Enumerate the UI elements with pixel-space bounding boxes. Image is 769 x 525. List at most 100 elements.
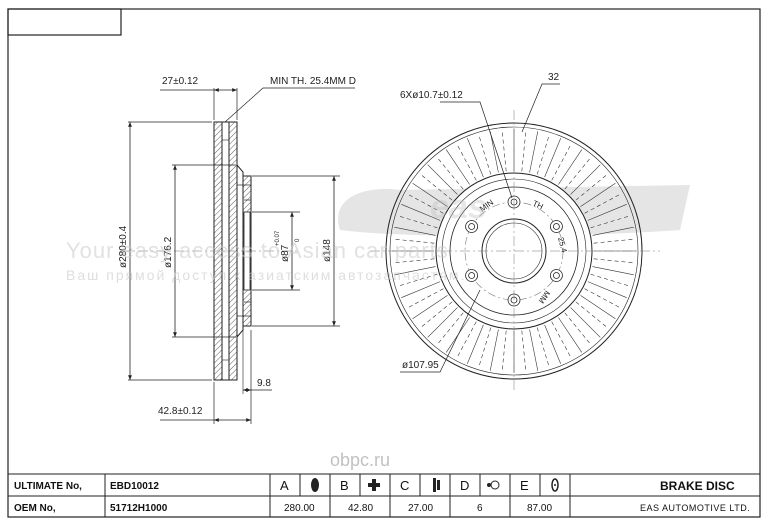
vane-count-label: 32	[548, 72, 560, 83]
bolt-hole-inner	[553, 223, 560, 230]
pcd-label: ø107.95	[402, 360, 439, 371]
cooling-vane	[489, 131, 499, 173]
cooling-vane	[551, 143, 572, 181]
cooling-vane	[593, 238, 636, 244]
stamp-text-th: TH	[531, 199, 545, 212]
watermark-logo-text: eas	[430, 188, 487, 226]
outer-diameter-label: ø280±0.4	[118, 225, 129, 268]
min-thickness-label: MIN TH. 25.4MM D	[270, 76, 356, 87]
cooling-vane	[570, 307, 601, 338]
bolt-hole-inner	[468, 272, 476, 279]
bore-tolerance-lower: 0	[295, 238, 301, 242]
column-b-letter: B	[340, 478, 349, 493]
cooling-vane	[580, 295, 616, 320]
front-view	[370, 83, 660, 392]
cooling-vane	[478, 134, 492, 175]
column-b-value: 42.80	[348, 503, 373, 514]
bolt-hole-inner	[553, 272, 560, 279]
cooling-vane	[529, 131, 539, 173]
cooling-vane	[536, 327, 550, 368]
column-a-icon	[311, 478, 319, 492]
cooling-vane	[456, 321, 477, 359]
width-dimension-label: 27±0.12	[162, 76, 199, 87]
cooling-vane	[551, 321, 572, 359]
cooling-vane	[536, 134, 550, 175]
cooling-vane	[570, 164, 601, 195]
cooling-vane	[427, 307, 458, 338]
company-name: EAS AUTOMOTIVE LTD.	[640, 503, 750, 513]
cooling-vane	[564, 156, 592, 190]
column-c-icon	[433, 478, 440, 492]
cooling-vane	[445, 149, 470, 185]
cooling-vane	[489, 329, 499, 371]
inner-diameter-label: ø148	[322, 239, 333, 262]
cooling-vane	[392, 238, 435, 244]
cooling-vane	[401, 281, 441, 298]
cooling-vane	[529, 329, 539, 371]
sheet-border	[7, 8, 761, 518]
column-e-value: 87.00	[527, 503, 552, 514]
cooling-vane	[401, 204, 441, 221]
column-c-value: 27.00	[408, 503, 433, 514]
cooling-vane	[587, 204, 627, 221]
cooling-vane	[564, 312, 592, 346]
watermark-russian: Ваш прямой доступ к азиатским автозапчас…	[66, 267, 466, 283]
column-c-letter: C	[400, 478, 409, 493]
ultimate-number-value: EBD10012	[110, 481, 159, 492]
hat-diameter-label: ø176.2	[163, 236, 174, 268]
flange-thickness-label: 9.8	[257, 378, 271, 389]
stamp-text-value: 25.4	[556, 236, 569, 254]
cooling-vane	[456, 143, 477, 181]
cooling-vane	[467, 138, 484, 178]
cooling-vane	[394, 266, 436, 276]
oem-number-label: OEM No,	[14, 503, 56, 514]
column-b-icon	[368, 479, 380, 491]
cooling-vane	[590, 273, 631, 287]
column-e-icon	[551, 478, 559, 492]
column-d-value: 6	[477, 503, 483, 514]
cooling-vane	[427, 164, 458, 195]
cooling-vane	[558, 149, 583, 185]
cooling-vane	[406, 288, 444, 309]
column-a-letter: A	[280, 478, 289, 493]
cooling-vane	[544, 138, 561, 178]
bolt-hole-inner	[468, 223, 476, 230]
bore-diameter-label: ø87	[280, 244, 291, 262]
column-e-letter: E	[520, 478, 529, 493]
column-d-letter: D	[460, 478, 469, 493]
watermark-english: Your easy access to Asian car parts	[66, 238, 449, 263]
title-block	[8, 473, 760, 517]
cooling-vane	[467, 324, 484, 364]
cooling-vane	[584, 288, 622, 309]
cooling-vane	[521, 129, 527, 172]
cooling-vane	[394, 226, 436, 236]
cooling-vane	[436, 156, 464, 190]
cooling-vane	[478, 327, 492, 368]
title-tab	[7, 8, 122, 36]
cooling-vane	[592, 226, 634, 236]
ultimate-number-label: ULTIMATE No,	[14, 481, 82, 492]
cooling-vane	[436, 312, 464, 346]
cooling-vane	[501, 330, 507, 373]
cooling-vane	[419, 301, 453, 329]
cooling-vane	[593, 258, 636, 264]
cooling-vane	[412, 182, 448, 207]
cooling-vane	[575, 301, 609, 329]
cooling-vane	[392, 258, 435, 264]
bolt-holes-label: 6Xø10.7±0.12	[400, 90, 463, 101]
cooling-vane	[558, 317, 583, 353]
cooling-vane	[412, 295, 448, 320]
cooling-vane	[592, 266, 634, 276]
bore-tolerance-upper: +0.07	[275, 230, 281, 246]
watermark-site: obpc.ru	[330, 450, 390, 470]
cooling-vane	[580, 182, 616, 207]
cooling-vane	[587, 281, 627, 298]
cooling-vane	[501, 129, 507, 172]
column-a-value: 280.00	[284, 503, 315, 514]
overall-height-label: 42.8±0.12	[158, 406, 203, 417]
side-section-view	[120, 87, 355, 424]
cooling-vane	[544, 324, 561, 364]
cooling-vane	[521, 330, 527, 373]
column-d-icon	[487, 480, 500, 490]
